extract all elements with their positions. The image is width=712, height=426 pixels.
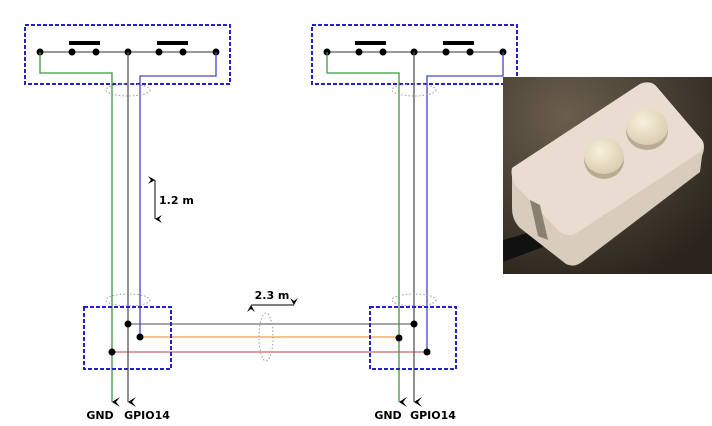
cable-bundle <box>112 312 427 362</box>
right-junction-box <box>369 306 457 370</box>
left-switch-unit: GND GPIO14 <box>24 24 231 422</box>
right-button-1 <box>355 41 386 45</box>
right-signal-wire <box>426 52 504 352</box>
left-signal-wire <box>139 52 217 337</box>
right-gnd-wire <box>326 52 407 407</box>
switch-box-photo <box>503 77 712 274</box>
vertical-distance-label: 1.2 m <box>159 194 194 207</box>
left-junction-box <box>83 306 172 370</box>
right-gnd-label: GND <box>374 409 401 422</box>
left-gpio-label: GPIO14 <box>124 409 170 422</box>
photo-button-1 <box>584 138 624 174</box>
left-button-1 <box>69 41 100 45</box>
left-gnd-label: GND <box>86 409 113 422</box>
horizontal-distance-label: 2.3 m <box>255 289 290 302</box>
photo-button-2 <box>626 109 668 145</box>
left-button-2 <box>157 41 188 45</box>
right-gpio-label: GPIO14 <box>410 409 456 422</box>
left-gnd-wire <box>39 52 120 407</box>
right-button-2 <box>443 41 474 45</box>
right-switch-unit: GND GPIO14 <box>311 24 518 422</box>
cable-bundle-marker <box>258 312 274 362</box>
